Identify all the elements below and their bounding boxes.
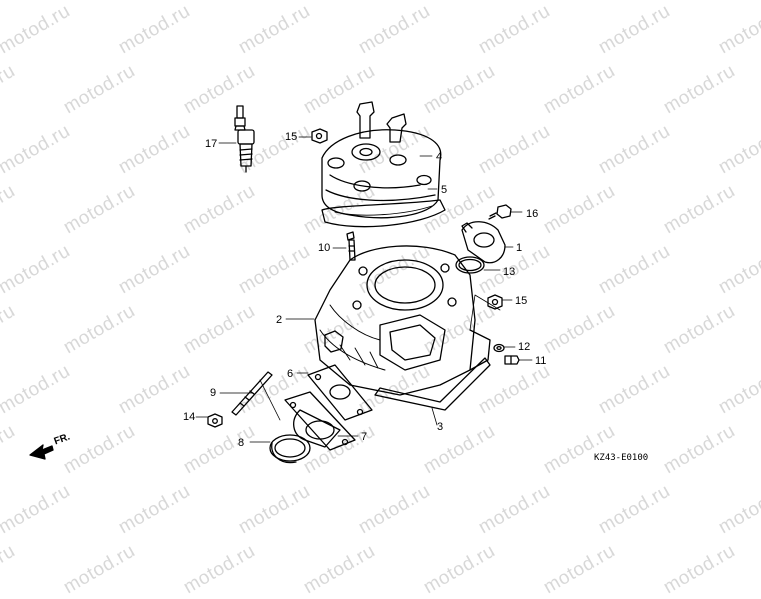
o-ring xyxy=(455,256,485,274)
callout-11: 11 xyxy=(535,355,547,367)
callout-2: 2 xyxy=(276,314,283,326)
nut-14 xyxy=(207,413,223,428)
cylinder xyxy=(314,245,491,396)
callout-16: 16 xyxy=(526,208,539,220)
nut-15-upper xyxy=(311,128,328,144)
callout-12: 12 xyxy=(518,341,531,353)
bolt-11 xyxy=(504,355,520,365)
intake-gasket xyxy=(307,364,373,421)
washer-12 xyxy=(493,343,505,353)
cylinder-head xyxy=(321,101,442,219)
clamp-ring xyxy=(269,434,311,464)
callout-3: 3 xyxy=(437,421,444,433)
callout-6: 6 xyxy=(287,368,294,380)
callout-5: 5 xyxy=(441,184,448,196)
head-gasket xyxy=(321,199,446,228)
callout-7: 7 xyxy=(361,431,368,443)
callout-15-upper: 15 xyxy=(285,131,298,143)
diagram-code: KZ43-E0100 xyxy=(594,453,649,463)
bolt-16 xyxy=(488,204,512,220)
callout-17: 17 xyxy=(205,138,218,150)
callout-13: 13 xyxy=(503,266,516,278)
stud-bolt-10 xyxy=(346,231,356,261)
callout-10: 10 xyxy=(318,242,331,254)
base-gasket xyxy=(374,357,491,411)
stud-bolt-9 xyxy=(231,371,273,416)
diagram-drawing xyxy=(29,101,533,464)
callout-4: 4 xyxy=(436,151,443,163)
callout-15-lower: 15 xyxy=(515,295,528,307)
leader-lines xyxy=(195,136,533,443)
callout-14: 14 xyxy=(183,411,196,423)
callout-1: 1 xyxy=(516,242,523,254)
exhaust-cover xyxy=(461,221,506,264)
front-direction-arrow xyxy=(29,444,54,460)
callout-8: 8 xyxy=(238,437,245,449)
callout-9: 9 xyxy=(210,387,217,399)
nut-15-lower xyxy=(487,294,503,310)
intake-manifold xyxy=(284,391,356,451)
spark-plug xyxy=(234,105,255,173)
